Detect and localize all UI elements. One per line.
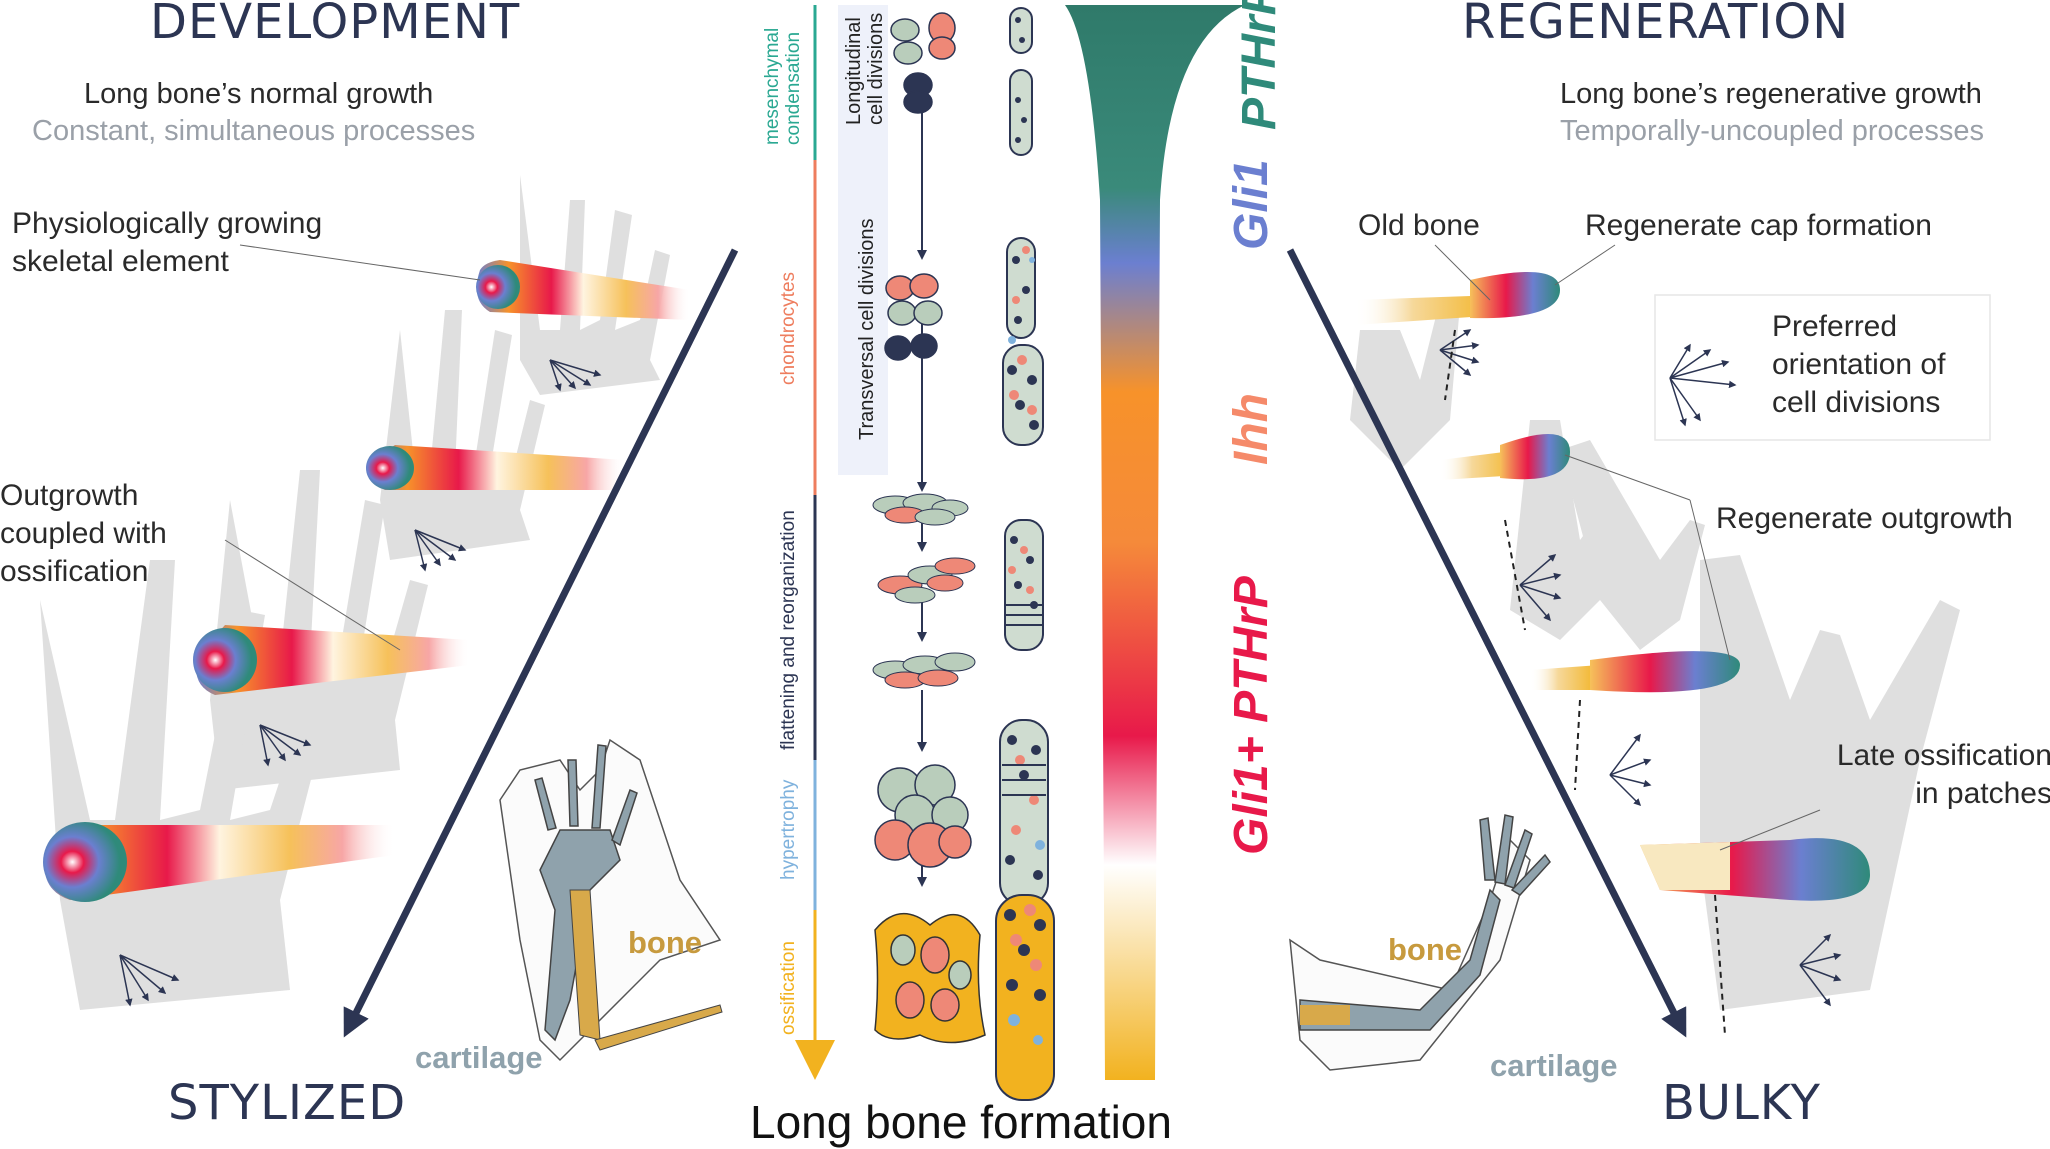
development-subtitle: Long bone’s normal growth [84,78,434,110]
stage-hypertrophy: hypertrophy [778,779,799,880]
stage-ossification: ossification [778,941,799,1035]
cells-hypertrophy [874,764,972,868]
bulky-arrow [1286,248,1687,1038]
label-old-bone: Old bone [1358,209,1480,242]
development-subtitle2: Constant, simultaneous processes [32,115,476,147]
limb-skeleton-left [499,738,723,1062]
division-arrows-left [119,359,602,1007]
division-transversal: Transversal cell divisions [856,218,878,440]
column-rods [995,7,1055,1101]
gene-ihh: Ihh [1225,393,1278,465]
label-outgrowth-coupled: Outgrowth coupled with ossification [0,479,167,588]
gene-gradient-bar [1065,5,1245,1080]
label-regenerate-outgrowth: Regenerate outgrowth [1716,502,2013,535]
gene-pthrp: PTHrP [1233,0,1286,130]
bone-label-left: bone [628,925,703,960]
legend-arrow-fan [1669,343,1737,427]
gene-gli1: Gli1 [1225,159,1278,250]
division-arrows-right [1439,329,1842,1007]
stylized-arrow [343,248,739,1038]
cells-longitudinal [890,12,956,114]
label-late-ossification: Late ossification in patches [1836,739,2050,810]
division-longitudinal: Longitudinal cell divisions [843,12,887,125]
limb-skeleton-right [1289,814,1551,1071]
regeneration-title: REGENERATION [1462,0,1850,50]
gene-gli1-pthrp: Gli1+ PTHrP [1225,576,1278,855]
amputation-lines [1444,329,1726,1036]
cells-ossification [874,912,986,1044]
skeletal-elements-right [1355,272,1870,901]
stylized-label: STYLIZED [168,1075,407,1131]
legend-text: Preferred orientation of cell divisions [1772,310,1946,419]
cells-transversal [884,273,943,361]
cells-flattening [872,493,976,689]
stage-bars [795,5,835,1080]
label-physiologically-growing: Physiologically growing skeletal element [12,207,323,278]
label-regenerate-cap: Regenerate cap formation [1585,209,1932,242]
leader-lines-left [224,244,481,651]
bulky-label: BULKY [1662,1075,1821,1131]
skeletal-elements-left [43,260,690,902]
regeneration-subtitle2: Temporally-uncoupled processes [1560,115,1984,147]
cartilage-label-left: cartilage [415,1040,543,1075]
cartilage-label-right: cartilage [1490,1048,1618,1083]
stage-mesenchymal: mesenchymal condensation [762,27,804,145]
column-rod-dots [1002,17,1046,1045]
division-shade [838,5,888,475]
bone-label-right: bone [1388,932,1463,967]
development-title: DEVELOPMENT [150,0,521,50]
stage-flattening: flattening and reorganization [778,510,799,750]
regeneration-subtitle: Long bone’s regenerative growth [1560,78,1982,110]
center-title: Long bone formation [750,1096,1172,1148]
stage-chondrocytes: chondrocytes [778,271,799,385]
leader-lines-right [1434,244,1821,851]
